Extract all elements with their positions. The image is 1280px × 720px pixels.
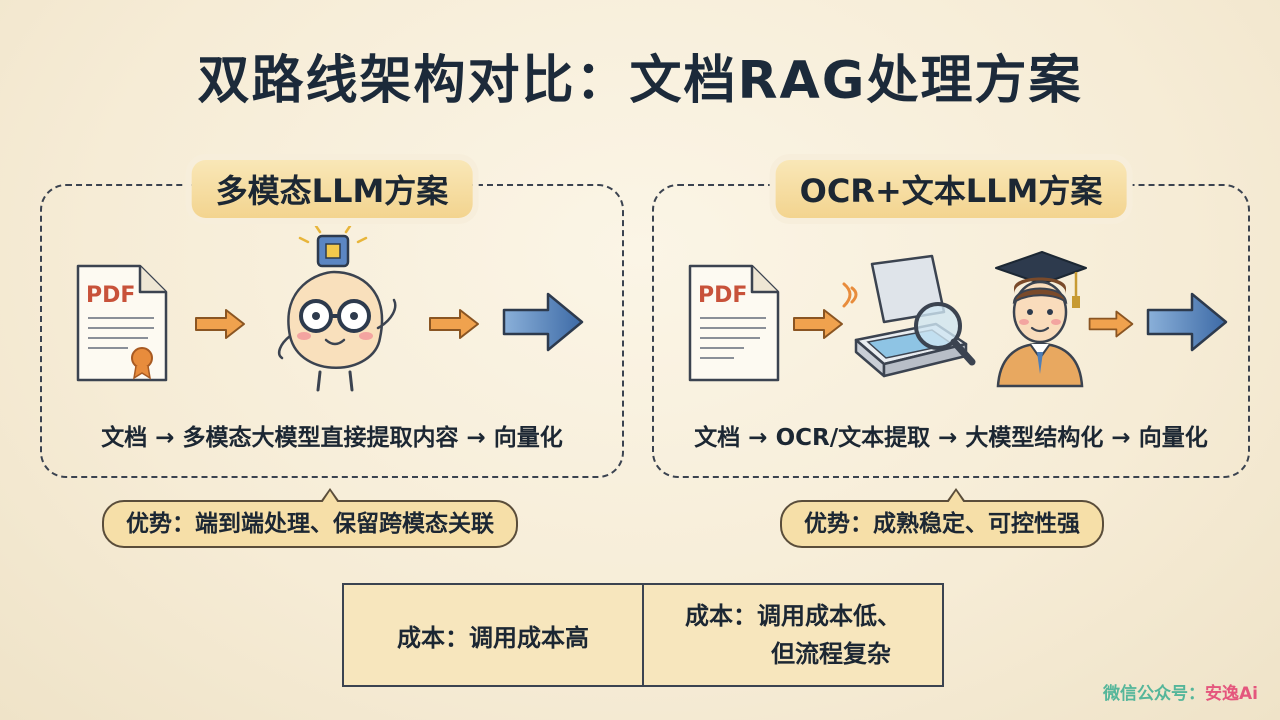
cost-ocr-line2: 但流程复杂 — [771, 640, 891, 668]
watermark-brand: 安逸Ai — [1205, 684, 1258, 704]
multimodal-advantage-text: 优势：端到端处理、保留跨模态关联 — [126, 511, 494, 537]
cost-cell-ocr: 成本：调用成本低、 但流程复杂 — [642, 585, 942, 685]
graduate-llm-icon — [995, 251, 1087, 388]
orange-arrow-icon — [1088, 310, 1134, 338]
multimodal-panel-title: 多模态LLM方案 — [191, 160, 473, 218]
ocr-advantage-badge: 优势：成熟稳定、可控性强 — [780, 488, 1104, 548]
ocr-flow-text: 文档 → OCR/文本提取 → 大模型结构化 → 向量化 — [694, 425, 1208, 451]
cost-multimodal-text: 成本：调用成本高 — [397, 623, 589, 652]
multimodal-llm-mascot-icon — [278, 226, 397, 392]
ocr-advantage-text: 优势：成熟稳定、可控性强 — [804, 511, 1080, 537]
ocr-panel-title: OCR+文本LLM方案 — [775, 160, 1127, 218]
orange-arrow-icon — [793, 309, 843, 339]
cost-ocr-line1: 成本：调用成本低、 — [685, 602, 901, 630]
pdf-document-icon: PDF — [688, 264, 780, 382]
orange-arrow-icon — [195, 309, 245, 339]
pdf-label: PDF — [86, 283, 135, 308]
watermark: 微信公众号：安逸Ai — [1103, 679, 1258, 704]
cost-comparison-table: 成本：调用成本高 成本：调用成本低、 但流程复杂 — [342, 583, 944, 687]
multimodal-advantage-badge: 优势：端到端处理、保留跨模态关联 — [102, 488, 518, 548]
pdf-label: PDF — [698, 283, 747, 308]
multimodal-flow-text: 文档 → 多模态大模型直接提取内容 → 向量化 — [101, 425, 563, 451]
page-title: 双路线架构对比：文档RAG处理方案 — [197, 51, 1083, 111]
ocr-scanner-icon — [842, 254, 976, 378]
vectorize-arrow-icon — [1146, 292, 1228, 352]
vectorize-arrow-icon — [502, 292, 584, 352]
cost-cell-multimodal: 成本：调用成本高 — [344, 585, 642, 685]
ocr-panel: OCR+文本LLM方案 PDF — [652, 160, 1250, 478]
watermark-prefix: 微信公众号： — [1103, 684, 1206, 704]
orange-arrow-icon — [429, 309, 479, 339]
pdf-document-icon: PDF — [76, 264, 168, 382]
multimodal-panel: 多模态LLM方案 PDF — [40, 160, 624, 478]
